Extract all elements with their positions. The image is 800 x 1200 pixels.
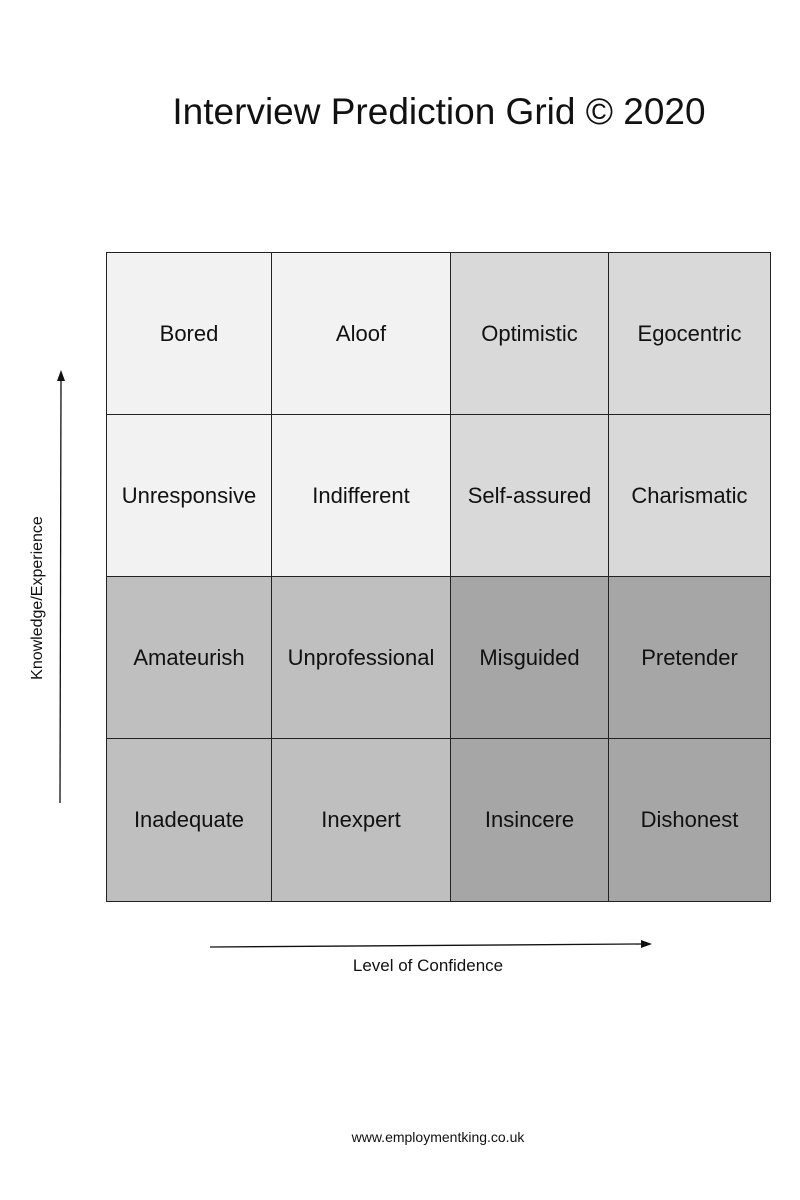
grid-cell-charismatic: Charismatic [609,415,770,577]
grid-cell-pretender: Pretender [609,577,770,739]
grid-cell-unresponsive: Unresponsive [107,415,272,577]
grid-cell-dishonest: Dishonest [609,739,770,901]
page-title: Interview Prediction Grid © 2020 [172,91,706,132]
grid-cell-self-assured: Self-assured [451,415,609,577]
prediction-grid: Bored Aloof Optimistic Egocentric Unresp… [106,252,771,902]
grid-cell-unprofessional: Unprofessional [272,577,451,739]
grid-cell-bored: Bored [107,253,272,415]
grid-cell-indifferent: Indifferent [272,415,451,577]
grid-cell-amateurish: Amateurish [107,577,272,739]
y-axis-arrow [57,370,65,804]
grid-cell-misguided: Misguided [451,577,609,739]
grid-cell-insincere: Insincere [451,739,609,901]
y-axis-label: Knowledge/Experience [29,516,46,680]
x-axis-arrow [209,940,652,948]
x-axis-label: Level of Confidence [352,956,504,975]
footer-website: www.employmentking.co.uk [351,1129,525,1145]
grid-cell-inexpert: Inexpert [272,739,451,901]
grid-cell-optimistic: Optimistic [451,253,609,415]
grid-cell-egocentric: Egocentric [609,253,770,415]
grid-cell-inadequate: Inadequate [107,739,272,901]
grid-cell-aloof: Aloof [272,253,451,415]
